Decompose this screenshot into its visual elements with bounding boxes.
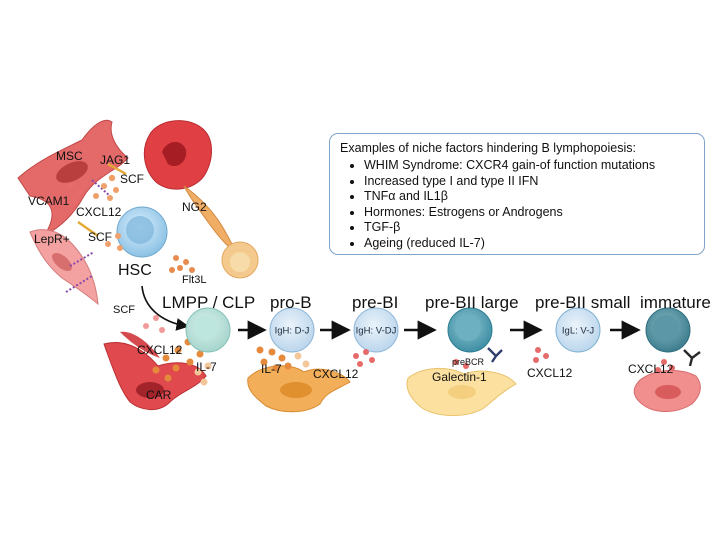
scf-label-low: SCF	[113, 304, 135, 316]
stage-pre-bii-large: pre-BII large	[425, 293, 519, 312]
msc-label: MSC	[56, 149, 83, 163]
cxcl12-label-top: CXCL12	[76, 205, 122, 219]
prob-cell	[269, 307, 315, 353]
galectin-label: Galectin-1	[432, 370, 487, 384]
cxcl12-label-small: CXCL12	[527, 366, 573, 380]
list-item: WHIM Syndrome: CXCR4 gain-of function mu…	[364, 158, 694, 174]
cxcl12-label-prob: CXCL12	[313, 367, 359, 381]
niche-factors-list: WHIM Syndrome: CXCR4 gain-of function mu…	[340, 158, 694, 251]
prebi-cell	[353, 307, 399, 353]
car-nucleus	[136, 382, 164, 398]
prebi-rearrangement: IgH: V-DJ	[355, 325, 397, 337]
cxcl12-label-imm: CXCL12	[628, 362, 674, 376]
stage-immature: immature	[640, 293, 711, 312]
prebcr-receptor	[487, 347, 503, 363]
hsc-label: HSC	[118, 262, 152, 279]
list-item: Hormones: Estrogens or Androgens	[364, 205, 694, 221]
list-item: Increased type I and type II IFN	[364, 174, 694, 190]
il7-label-b: IL-7	[261, 362, 282, 376]
prebcr-label: preBCR	[452, 357, 485, 367]
niche-factors-title: Examples of niche factors hindering B ly…	[340, 141, 636, 155]
stage-lmpp-clp: LMPP / CLP	[162, 293, 256, 312]
stage-pre-bii-small: pre-BII small	[535, 293, 631, 312]
stage-pre-bi: pre-BI	[352, 293, 399, 312]
stage-pro-b: pro-B	[270, 293, 312, 312]
jag1-label: JAG1	[100, 153, 131, 167]
scf-label-mid: SCF	[88, 230, 112, 244]
msc-nucleus	[56, 161, 88, 183]
list-item: Ageing (reduced IL-7)	[364, 236, 694, 252]
list-item: TGF-β	[364, 220, 694, 236]
car-cell	[103, 342, 207, 410]
flt3l-label: Flt3L	[182, 274, 207, 286]
hsc-to-lmpp-arrow	[141, 285, 190, 331]
car-label: CAR	[146, 388, 172, 402]
scf-label-top: SCF	[120, 172, 144, 186]
cxcl12-label-car: CXCL12	[137, 343, 183, 357]
ng2-cell	[183, 185, 238, 254]
vcam1-label: VCAM1	[28, 194, 70, 208]
prebii-small-cell	[555, 307, 601, 353]
niche-factors-box: Examples of niche factors hindering B ly…	[329, 133, 705, 255]
list-item: TNFα and IL1β	[364, 189, 694, 205]
prob-rearrangement: IgH: D-J	[274, 325, 310, 337]
lepr-label: LepR+	[34, 232, 70, 246]
il7-label-a: IL-7	[196, 360, 217, 374]
bcr-receptor	[683, 349, 701, 367]
prebii-small-rearrangement: IgL: V-J	[561, 325, 595, 337]
ng2-label: NG2	[182, 200, 207, 214]
